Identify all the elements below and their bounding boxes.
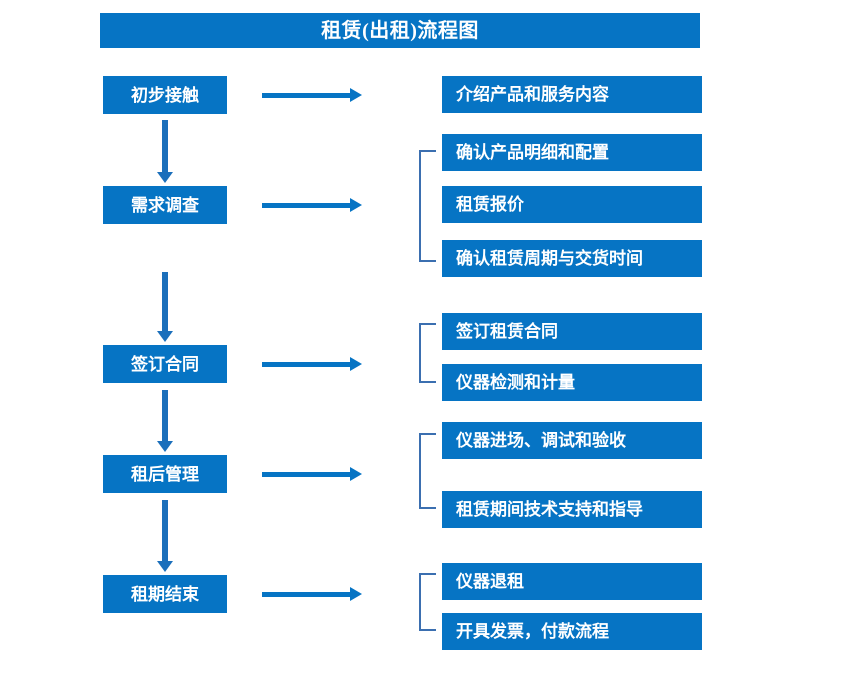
detail-node-label: 介绍产品和服务内容 [456, 85, 609, 104]
detail-node-yiqi-jiance-jiliang[interactable]: 仪器检测和计量 [442, 364, 702, 401]
group-bracket-icon-zuhou-guanli [419, 433, 436, 509]
stage-node-xuqiu-diaocha[interactable]: 需求调查 [103, 186, 227, 224]
stage-node-zuhou-guanli[interactable]: 租后管理 [103, 455, 227, 493]
detail-node-label: 租赁报价 [456, 195, 524, 214]
detail-node-label: 确认产品明细和配置 [456, 143, 609, 162]
detail-node-qianding-zulin-hetong[interactable]: 签订租赁合同 [442, 313, 702, 350]
horizontal-arrow-icon-4 [262, 464, 362, 484]
detail-node-queren-zulin-zhouqi[interactable]: 确认租赁周期与交货时间 [442, 240, 702, 277]
detail-node-yiqi-jinchang-yanshou[interactable]: 仪器进场、调试和验收 [442, 422, 702, 459]
vertical-arrow-icon-3 [155, 390, 175, 452]
detail-node-zulin-baojia[interactable]: 租赁报价 [442, 186, 702, 223]
vertical-arrow-icon-2 [155, 272, 175, 342]
detail-node-label: 仪器进场、调试和验收 [456, 431, 626, 450]
detail-node-zulin-qijian-jishu-zhichi[interactable]: 租赁期间技术支持和指导 [442, 491, 702, 528]
detail-node-queren-chanpin-mingxi[interactable]: 确认产品明细和配置 [442, 134, 702, 171]
horizontal-arrow-icon-2 [262, 195, 362, 215]
stage-node-chubu-jiechu[interactable]: 初步接触 [103, 76, 227, 114]
group-bracket-icon-xuqiu-diaocha [419, 150, 436, 262]
stage-node-label: 租期结束 [131, 584, 199, 604]
diagram-title-bar: 租赁(出租)流程图 [100, 13, 700, 48]
stage-node-zuqi-jieshu[interactable]: 租期结束 [103, 575, 227, 613]
vertical-arrow-icon-4 [155, 500, 175, 572]
detail-node-yiqi-tuizu[interactable]: 仪器退租 [442, 563, 702, 600]
horizontal-arrow-icon-5 [262, 584, 362, 604]
vertical-arrow-icon-1 [155, 120, 175, 183]
stage-node-label: 签订合同 [131, 354, 199, 374]
horizontal-arrow-icon-3 [262, 354, 362, 374]
horizontal-arrow-icon-1 [262, 85, 362, 105]
detail-node-label: 开具发票，付款流程 [456, 622, 609, 641]
diagram-title: 租赁(出租)流程图 [321, 19, 479, 42]
group-bracket-icon-zuqi-jieshu [419, 573, 436, 631]
detail-node-label: 仪器退租 [456, 572, 524, 591]
detail-node-kaiju-fapiao-fukuan[interactable]: 开具发票，付款流程 [442, 613, 702, 650]
detail-node-jieshao-chanpin[interactable]: 介绍产品和服务内容 [442, 76, 702, 113]
detail-node-label: 确认租赁周期与交货时间 [456, 249, 643, 268]
detail-node-label: 签订租赁合同 [456, 322, 558, 341]
detail-node-label: 租赁期间技术支持和指导 [456, 500, 643, 519]
stage-node-qianding-hetong[interactable]: 签订合同 [103, 345, 227, 383]
group-bracket-icon-qianding-hetong [419, 323, 436, 383]
stage-node-label: 需求调查 [131, 195, 199, 215]
detail-node-label: 仪器检测和计量 [456, 373, 575, 392]
stage-node-label: 租后管理 [131, 464, 199, 484]
stage-node-label: 初步接触 [131, 85, 199, 105]
